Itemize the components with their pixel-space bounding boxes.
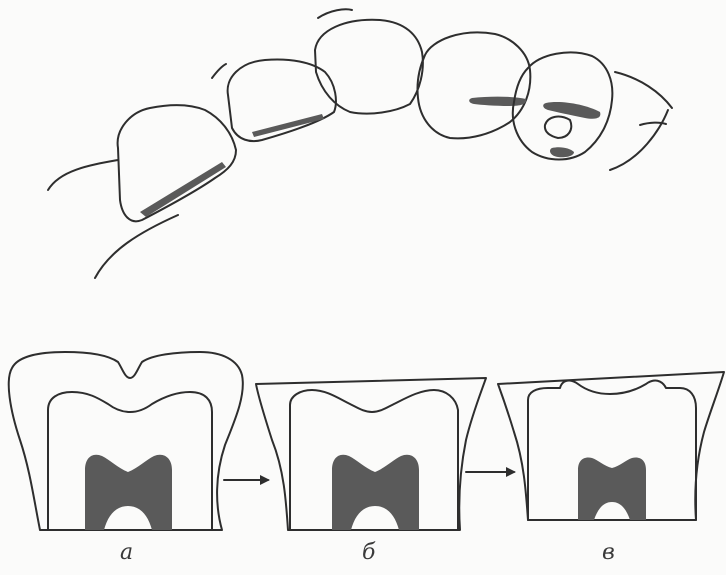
tooth-stage-a [9,352,243,530]
pulp-c [578,458,646,521]
wear-facet-5b [550,147,574,157]
dentin-b [290,390,458,530]
cusp-ring-5 [545,117,571,138]
label-stage-c: в [602,540,615,565]
arrow-b-to-c [466,467,516,477]
gum-line [48,160,118,190]
tooth-stage-b [256,378,486,530]
arrow-a-to-b [224,475,270,485]
dentin-a [48,392,212,530]
wear-facet-1 [140,162,226,217]
wear-facet-5a [543,102,600,119]
tooth-stage-c [498,372,724,520]
gum-line [610,110,668,170]
label-stage-b: б [362,540,375,565]
dental-arch [48,9,672,278]
tooth-3 [315,20,423,114]
pulp-b [332,455,419,530]
gum-line [95,215,178,278]
gum-line [615,72,672,108]
tooth-1 [118,105,236,221]
wear-facet-4 [469,97,526,106]
wear-facet-2 [252,114,324,137]
label-stage-a: а [120,540,133,565]
sketch-stroke [640,123,666,125]
sketch-stroke [212,64,226,78]
sketch-stroke [318,9,352,18]
pulp-a [85,455,172,530]
